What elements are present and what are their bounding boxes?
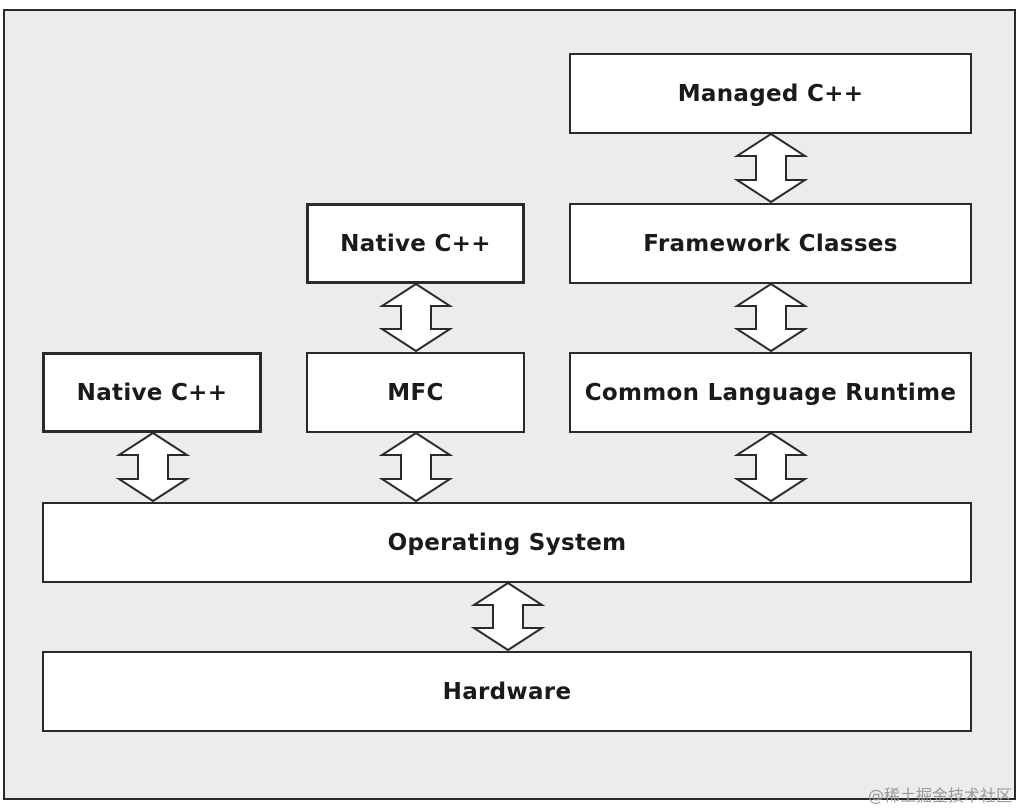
framework-classes-label: Framework Classes	[643, 230, 898, 257]
mfc-box: MFC	[306, 352, 525, 433]
common-language-runtime-box: Common Language Runtime	[569, 352, 972, 433]
hardware-box: Hardware	[42, 651, 972, 732]
double-arrow-nativecpp-mfc	[378, 282, 454, 353]
operating-system-label: Operating System	[387, 529, 627, 556]
double-arrow-managed-framework	[733, 132, 809, 204]
hardware-label: Hardware	[442, 678, 572, 705]
operating-system-box: Operating System	[42, 502, 972, 583]
native-cpp-label: Native C++	[76, 379, 228, 406]
native-cpp-mfc-box: Native C++	[306, 203, 525, 284]
mfc-label: MFC	[387, 379, 444, 406]
double-arrow-framework-clr	[733, 282, 809, 353]
watermark: @稀土掘金技术社区	[867, 786, 1012, 805]
double-arrow-os-hardware	[470, 581, 546, 652]
double-arrow-clr-os	[733, 431, 809, 503]
double-arrow-nativecpp-os	[115, 431, 191, 503]
common-language-runtime-label: Common Language Runtime	[584, 379, 957, 406]
double-arrow-mfc-os	[378, 431, 454, 503]
framework-classes-box: Framework Classes	[569, 203, 972, 284]
native-cpp-mfc-label: Native C++	[340, 230, 491, 257]
native-cpp-box: Native C++	[42, 352, 262, 433]
managed-cpp-box: Managed C++	[569, 53, 972, 134]
managed-cpp-label: Managed C++	[677, 80, 864, 107]
